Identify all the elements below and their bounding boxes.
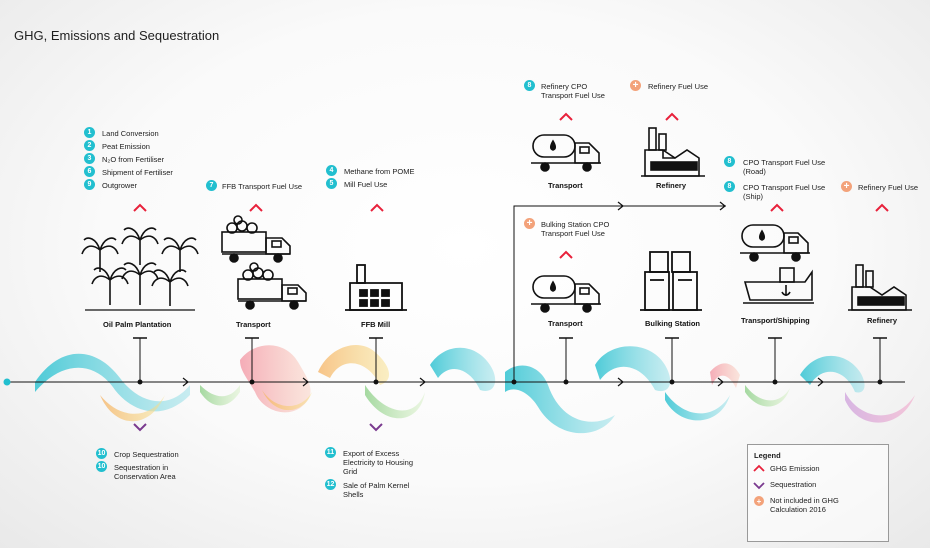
shipping-caption: Transport/Shipping xyxy=(741,316,810,325)
plus-icon: + xyxy=(630,80,641,91)
mill-caption: FFB Mill xyxy=(361,320,391,329)
emission-label: Shipment of Fertiliser xyxy=(102,168,173,177)
plus-icon xyxy=(754,496,764,506)
badge: 6 xyxy=(84,166,95,177)
badge: 2 xyxy=(84,140,95,151)
sequestration-label: Export of Excess Electricity to Housing … xyxy=(343,449,414,476)
badge: 10 xyxy=(96,448,107,459)
legend: Legend + GHG Emission Sequestration Not … xyxy=(747,444,889,542)
badge: 11 xyxy=(325,447,336,458)
emission-label: Refinery CPO Transport Fuel Use xyxy=(541,82,605,100)
tanker-truck-icon xyxy=(531,134,810,313)
emission-label: N₂O from Fertiliser xyxy=(102,155,165,164)
transport-caption: Transport xyxy=(236,320,271,329)
emission-label: Peat Emission xyxy=(102,142,150,151)
badge: 8 xyxy=(724,181,735,192)
palm-tree-icon xyxy=(81,227,199,311)
emission-label: CPO Transport Fuel Use (Road) xyxy=(743,158,826,176)
badge: 5 xyxy=(326,178,337,189)
legend-item-label: Not included in GHG Calculation 2016 xyxy=(770,496,839,514)
emission-chevron-icon xyxy=(753,464,765,472)
refinery-end-caption: Refinery xyxy=(867,316,898,325)
emission-label: Land Conversion xyxy=(102,129,159,138)
emission-chevron-icon xyxy=(133,112,889,259)
emission-label: Mill Fuel Use xyxy=(344,180,388,189)
plantation-caption: Oil Palm Plantation xyxy=(103,320,172,329)
refinery-top-caption: Refinery xyxy=(656,181,687,190)
emission-label: Methane from POME xyxy=(344,167,415,176)
bulking-station-caption: Bulking Station xyxy=(645,319,700,328)
badge: 10 xyxy=(96,461,107,472)
mill-icon xyxy=(345,264,407,311)
not-included-label: Bulking Station CPO Transport Fuel Use xyxy=(541,220,610,238)
legend-title: Legend xyxy=(754,451,781,460)
plus-icon: + xyxy=(841,181,852,192)
svg-text:+: + xyxy=(757,497,762,506)
badge: 8 xyxy=(524,80,535,91)
sequestration-label: Sequestration in Conservation Area xyxy=(114,463,176,481)
refinery-branch-line xyxy=(513,205,726,382)
emission-label: FFB Transport Fuel Use xyxy=(222,182,303,191)
page-title: GHG, Emissions and Sequestration xyxy=(14,28,220,43)
sequestration-label: Sale of Palm Kernel Shells xyxy=(343,481,410,499)
emission-label: CPO Transport Fuel Use (Ship) xyxy=(743,183,826,201)
legend-item-label: Sequestration xyxy=(770,480,817,489)
badge: 8 xyxy=(724,156,735,167)
bulking-transport-caption: Transport xyxy=(548,319,583,328)
legend-item-label: GHG Emission xyxy=(770,464,820,473)
badge: 12 xyxy=(325,479,336,490)
refinery-transport-caption: Transport xyxy=(548,181,583,190)
badge: 9 xyxy=(84,179,95,190)
timeline-start-dot xyxy=(3,378,11,386)
sequestration-chevron-icon xyxy=(133,423,383,432)
not-included-label: Refinery Fuel Use xyxy=(858,183,919,192)
badge: 7 xyxy=(206,180,217,191)
ffb-truck-icon xyxy=(221,215,307,310)
ship-icon xyxy=(743,267,814,304)
sequestration-label: Crop Sequestration xyxy=(114,450,179,459)
bulking-station-icon xyxy=(640,251,702,311)
not-included-label: Refinery Fuel Use xyxy=(648,82,709,91)
plus-icon: + xyxy=(524,218,535,229)
decorative-waves xyxy=(35,344,915,434)
refinery-icon xyxy=(641,127,912,311)
badge: 3 xyxy=(84,153,95,164)
badge: 4 xyxy=(326,165,337,176)
emission-label: Outgrower xyxy=(102,181,138,190)
badge: 1 xyxy=(84,127,95,138)
sequestration-chevron-icon xyxy=(753,482,765,490)
